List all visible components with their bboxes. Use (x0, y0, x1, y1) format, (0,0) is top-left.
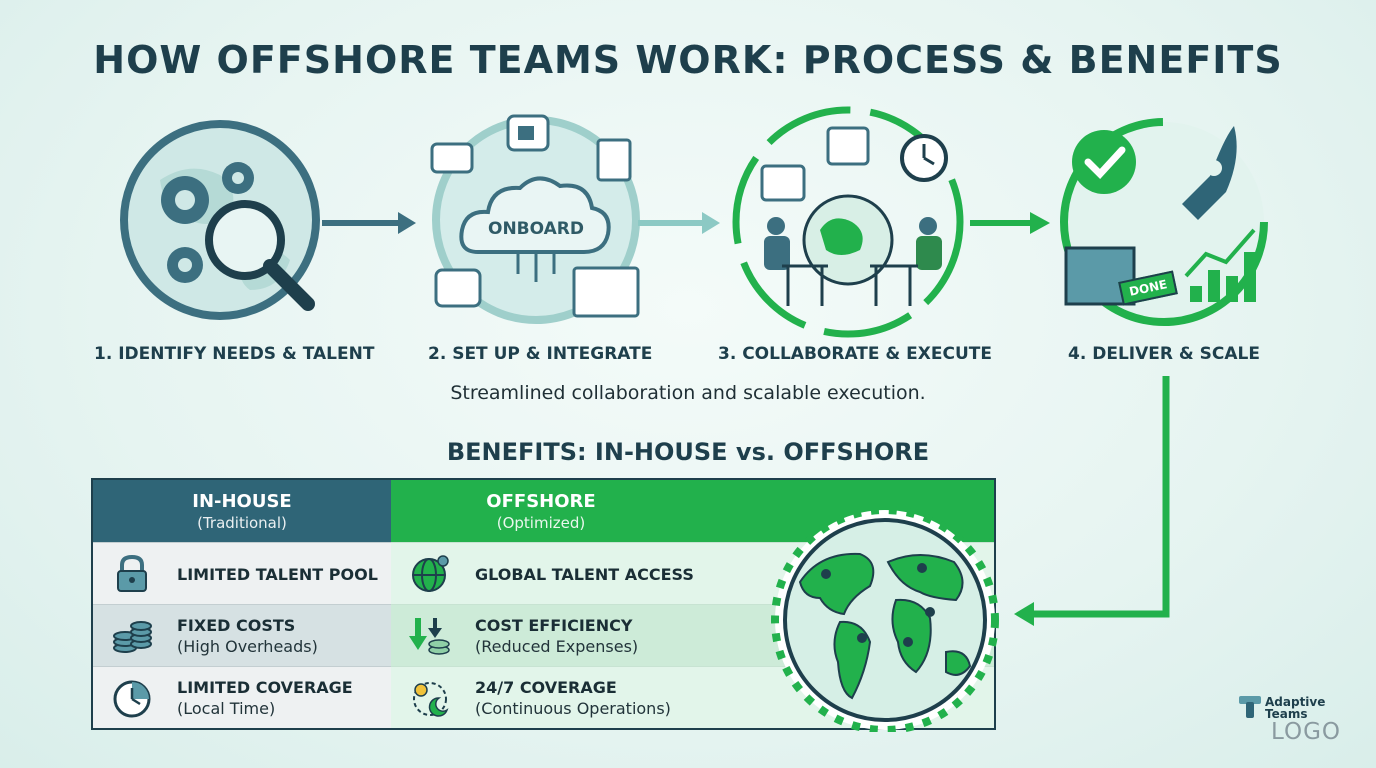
offshore-row-title: 24/7 COVERAGE (475, 678, 617, 697)
coins-icon (113, 621, 152, 653)
step-identify (120, 120, 320, 320)
offshore-row-subtitle: (Continuous Operations) (475, 699, 671, 718)
logo-mark-icon (1239, 696, 1261, 718)
world-globe (770, 502, 1000, 734)
inhouse-heading: IN-HOUSE (192, 491, 292, 512)
page-title: HOW OFFSHORE TEAMS WORK: PROCESS & BENEF… (93, 38, 1283, 82)
inhouse-cell: FIXED COSTS (High Overheads) (93, 604, 392, 667)
arrow-1-2 (322, 212, 416, 234)
benefits-title: BENEFITS: IN-HOUSE vs. OFFSHORE (446, 438, 930, 466)
logo-line-2: Teams (1265, 707, 1308, 721)
step-setup: ONBOARD (428, 112, 644, 328)
offshore-row-title: GLOBAL TALENT ACCESS (475, 565, 694, 584)
gears-magnifier-icon (120, 120, 320, 320)
inhouse-subheading: (Traditional) (197, 514, 287, 532)
offshore-heading: OFFSHORE (486, 491, 596, 512)
onboard-cloud-icon (430, 114, 640, 324)
team-collaboration-icon (732, 106, 964, 338)
step-label-1: 1. IDENTIFY NEEDS & TALENT (94, 344, 375, 364)
globe-pin-icon (412, 555, 449, 592)
arrows-down-coins-icon (409, 618, 450, 655)
inhouse-row-title: LIMITED COVERAGE (177, 678, 353, 697)
lock-icon (117, 554, 147, 592)
arrow-2-3 (638, 212, 720, 234)
step-label-4: 4. DELIVER & SCALE (1068, 344, 1260, 364)
offshore-row-subtitle: (Reduced Expenses) (475, 637, 639, 656)
inhouse-cell: LIMITED COVERAGE (Local Time) (93, 666, 392, 728)
step-label-3: 3. COLLABORATE & EXECUTE (718, 344, 992, 364)
step-label-2: 2. SET UP & INTEGRATE (428, 344, 653, 364)
inhouse-cell: LIMITED TALENT POOL (93, 542, 392, 605)
rocket-growth-icon (1060, 118, 1268, 326)
offshore-subheading: (Optimized) (496, 514, 586, 532)
step-collaborate (728, 100, 968, 340)
inhouse-row-title: LIMITED TALENT POOL (177, 565, 378, 584)
logo-line-1: Adaptive (1265, 695, 1326, 709)
arrow-3-4 (970, 212, 1050, 234)
connector-arrow-to-globe (1014, 376, 1170, 626)
company-logo: Adaptive Teams LOGO (1239, 694, 1359, 754)
inhouse-row-title: FIXED COSTS (177, 616, 296, 635)
onboard-badge: ONBOARD (488, 219, 584, 239)
inhouse-header: IN-HOUSE (Traditional) (93, 480, 391, 542)
world-globe-icon (771, 506, 999, 734)
sun-moon-icon (413, 682, 449, 717)
tagline: Streamlined collaboration and scalable e… (450, 382, 926, 404)
offshore-row-title: COST EFFICIENCY (475, 616, 633, 635)
logo-line-3: LOGO (1271, 719, 1342, 745)
inhouse-row-subtitle: (Local Time) (177, 699, 276, 718)
step-deliver: DONE (1058, 116, 1270, 328)
clock-icon (113, 680, 151, 718)
inhouse-row-subtitle: (High Overheads) (177, 637, 318, 656)
